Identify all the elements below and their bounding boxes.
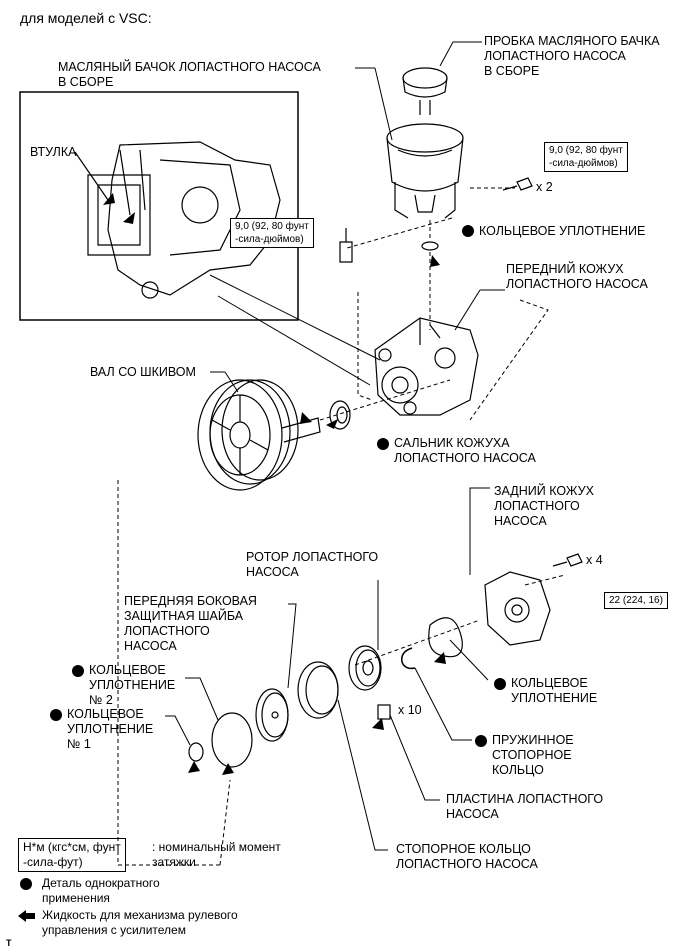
bushing-inset-drawing — [74, 141, 281, 299]
front-housing-drawing — [374, 317, 479, 416]
label-shaft: ВАЛ СО ШКИВОМ — [90, 365, 196, 379]
label-vane-plate: ПЛАСТИНА ЛОПАСТНОГО НАСОСА — [446, 792, 604, 821]
legend-non-reusable-icon — [20, 878, 32, 890]
label-rear-housing: ЗАДНИЙ КОЖУХ ЛОПАСТНОГО НАСОСА — [494, 484, 594, 528]
page-title: для моделей с VSC: — [20, 10, 152, 26]
torque-box-rear: 22 (224, 16) — [604, 592, 668, 609]
label-oring-rear-text: КОЛЬЦЕВОЕ УПЛОТНЕНИЕ — [511, 676, 598, 705]
reservoir-cap-drawing — [402, 67, 448, 115]
label-oring2: КОЛЬЦЕВОЕ УПЛОТНЕНИЕ № 2 — [72, 663, 175, 708]
front-plate-drawing — [255, 688, 289, 742]
rear-oring-drawing — [428, 617, 463, 658]
torque-box-left: 9,0 (92, 80 фунт -сила-дюймов) — [230, 218, 314, 248]
non-reusable-icon — [494, 678, 506, 690]
label-oring2-text: КОЛЬЦЕВОЕ УПЛОТНЕНИЕ № 2 — [89, 663, 176, 707]
label-rotor: РОТОР ЛОПАСТНОГО НАСОСА — [246, 550, 379, 579]
cam-ring-drawing — [297, 661, 339, 719]
torque-box-upper: 9,0 (92, 80 фунт -сила-дюймов) — [544, 142, 628, 172]
pulley-drawing — [197, 379, 321, 491]
bushing-inset-frame — [19, 91, 299, 321]
legend-fluid: Жидкость для механизма рулевого управлен… — [42, 908, 238, 937]
non-reusable-icon — [72, 665, 84, 677]
oring-top-drawing — [421, 241, 439, 251]
non-reusable-icon — [475, 735, 487, 747]
oil-seal-drawing — [329, 400, 351, 430]
rotor-drawing — [348, 645, 382, 691]
label-oring1-text: КОЛЬЦЕВОЕ УПЛОТНЕНИЕ № 1 — [67, 707, 154, 751]
legend-non-reusable: Деталь однократного применения — [42, 876, 160, 905]
fluid-arrows — [103, 193, 446, 775]
non-reusable-icon — [462, 225, 474, 237]
vane-drawing — [377, 704, 391, 720]
label-bushing: ВТУЛКА — [30, 145, 77, 159]
label-reservoir: МАСЛЯНЫЙ БАЧОК ЛОПАСТНОГО НАСОСА В СБОРЕ — [58, 60, 321, 89]
multiplier-bolt-rear: x 4 — [586, 553, 603, 567]
label-cap: ПРОБКА МАСЛЯНОГО БАЧКА ЛОПАСТНОГО НАСОСА… — [484, 34, 660, 78]
label-oring-top-text: КОЛЬЦЕВОЕ УПЛОТНЕНИЕ — [479, 224, 646, 238]
legend-torque-unit: Н*м (кгс*см, фунт -сила-фут) — [18, 838, 126, 872]
label-oring-top: КОЛЬЦЕВОЕ УПЛОТНЕНИЕ — [462, 224, 645, 239]
label-front-plate: ПЕРЕДНЯЯ БОКОВАЯ ЗАЩИТНАЯ ШАЙБА ЛОПАСТНО… — [124, 594, 257, 653]
label-front-housing: ПЕРЕДНИЙ КОЖУХ ЛОПАСТНОГО НАСОСА — [506, 262, 648, 291]
oring2-drawing — [211, 712, 253, 768]
multiplier-bolt-upper: x 2 — [536, 180, 553, 194]
label-snap-ring-text: ПРУЖИННОЕ СТОПОРНОЕ КОЛЬЦО — [492, 733, 574, 777]
oring1-drawing — [188, 742, 204, 762]
label-snap-ring: ПРУЖИННОЕ СТОПОРНОЕ КОЛЬЦО — [475, 733, 574, 778]
label-cam-ring: СТОПОРНОЕ КОЛЬЦО ЛОПАСТНОГО НАСОСА — [396, 842, 538, 871]
non-reusable-icon — [50, 709, 62, 721]
rear-housing-drawing — [484, 571, 551, 646]
multiplier-vanes: x 10 — [398, 703, 422, 717]
legend-torque-desc: : номинальный момент затяжки — [152, 840, 281, 869]
label-oring1: КОЛЬЦЕВОЕ УПЛОТНЕНИЕ № 1 — [50, 707, 153, 752]
reservoir-drawing — [386, 123, 464, 219]
corner-mark: T — [6, 938, 12, 948]
bolt-drawings — [339, 177, 583, 567]
label-oring-rear: КОЛЬЦЕВОЕ УПЛОТНЕНИЕ — [494, 676, 597, 706]
non-reusable-icon — [377, 438, 389, 450]
legend-fluid-arrow-icon — [18, 910, 35, 922]
label-oil-seal-text: САЛЬНИК КОЖУХА ЛОПАСТНОГО НАСОСА — [394, 436, 536, 465]
snap-ring-drawing — [400, 647, 416, 670]
label-oil-seal: САЛЬНИК КОЖУХА ЛОПАСТНОГО НАСОСА — [377, 436, 536, 466]
